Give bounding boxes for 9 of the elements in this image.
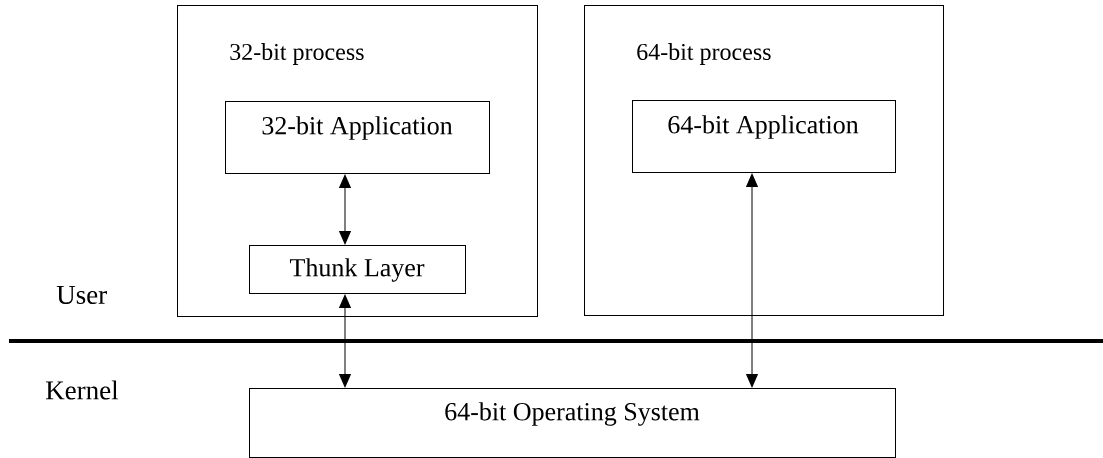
arrow [339,294,351,388]
os-box: 64-bit Operating System [249,388,896,458]
application-box: 32-bit Application [225,101,490,174]
layer-label: Kernel [46,380,119,400]
application-box: 64-bit Application [632,100,896,173]
arrow [339,174,351,245]
arrow [746,173,758,388]
layer-box: Thunk Layer [249,245,466,294]
layer-label: User [56,286,107,304]
